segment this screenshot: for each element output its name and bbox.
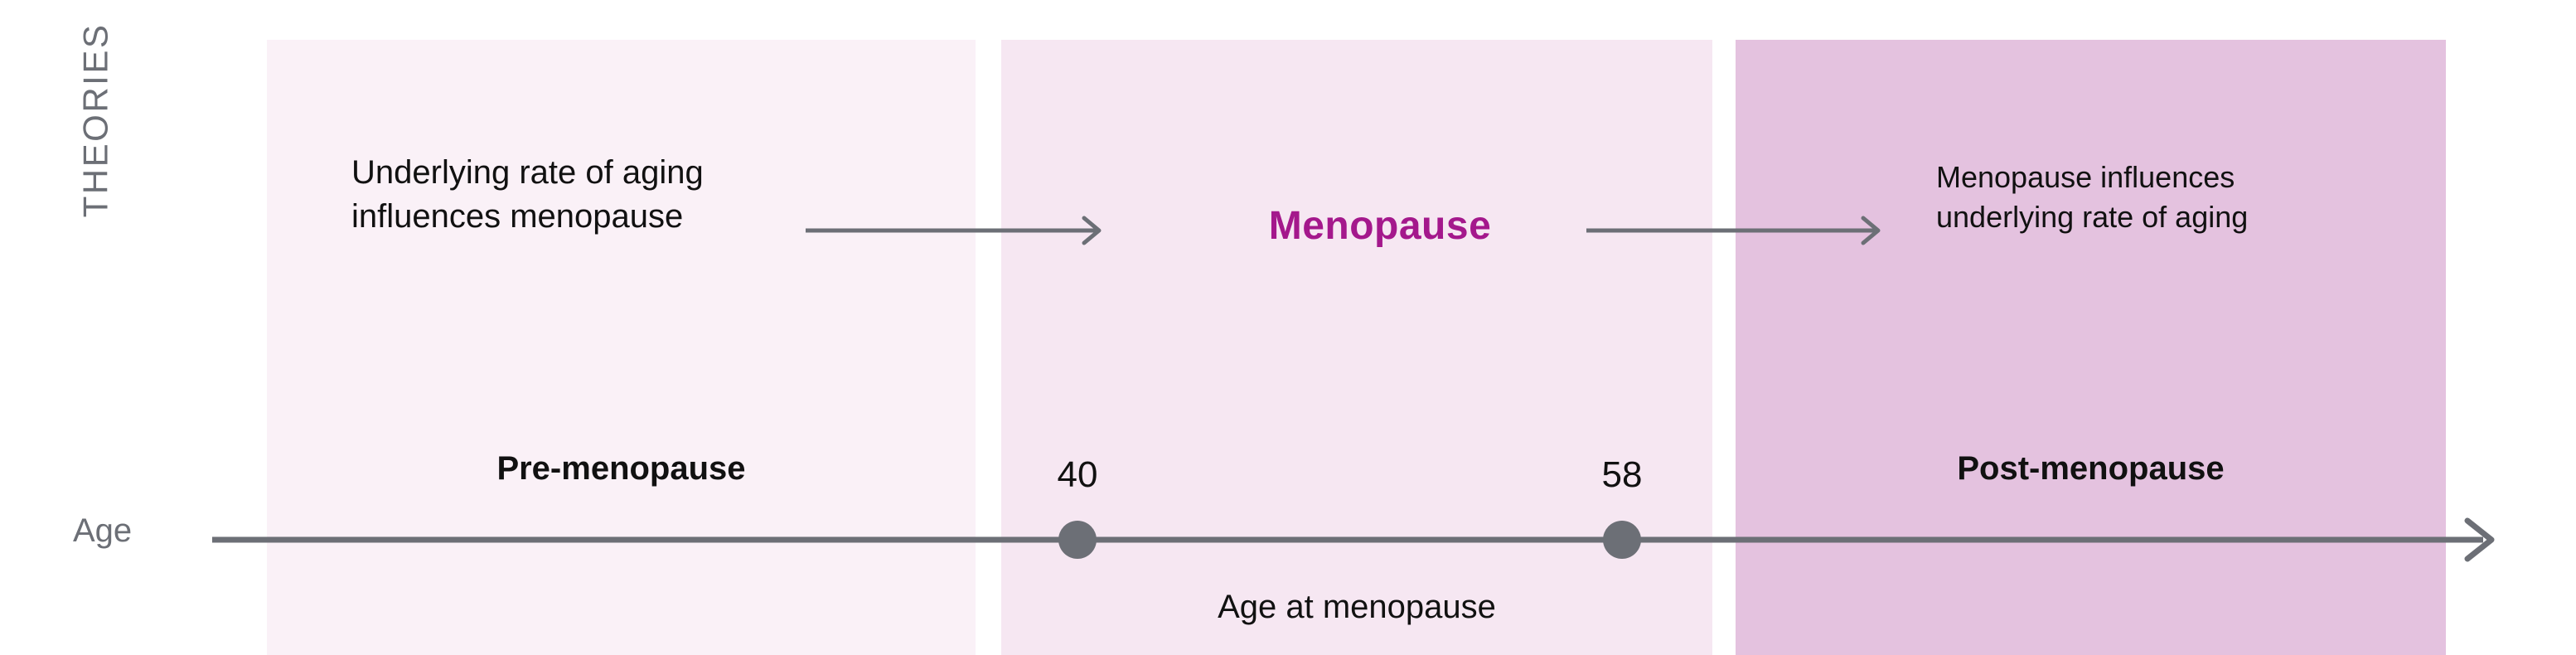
theories-axis-label: THEORIES — [0, 0, 191, 240]
age-axis-caption: Age at menopause — [1218, 589, 1496, 625]
age-marker-40 — [1058, 521, 1097, 559]
phase-band-pre-menopause — [267, 40, 976, 655]
tick-label-40: 40 — [1057, 454, 1098, 495]
phase-label-pre-menopause: Pre-menopause — [496, 450, 746, 487]
menopause-title: Menopause — [1268, 204, 1492, 248]
age-axis-label: Age — [73, 512, 133, 549]
theory-text-right: Menopause influences underlying rate of … — [1936, 160, 2249, 234]
phase-band-menopause — [1001, 40, 1712, 655]
tick-label-58: 58 — [1601, 454, 1643, 495]
flow-arrow-pre-to-menopause — [806, 211, 1107, 250]
phase-label-post-menopause: Post-menopause — [1957, 450, 2225, 487]
phase-band-post-menopause — [1736, 40, 2446, 655]
theories-axis-label-text: THEORIES — [75, 22, 115, 218]
age-axis — [211, 509, 2506, 570]
flow-arrow-menopause-to-post — [1586, 211, 1886, 250]
theory-text-left: Underlying rate of aging influences meno… — [351, 154, 704, 235]
age-marker-58 — [1603, 521, 1641, 559]
